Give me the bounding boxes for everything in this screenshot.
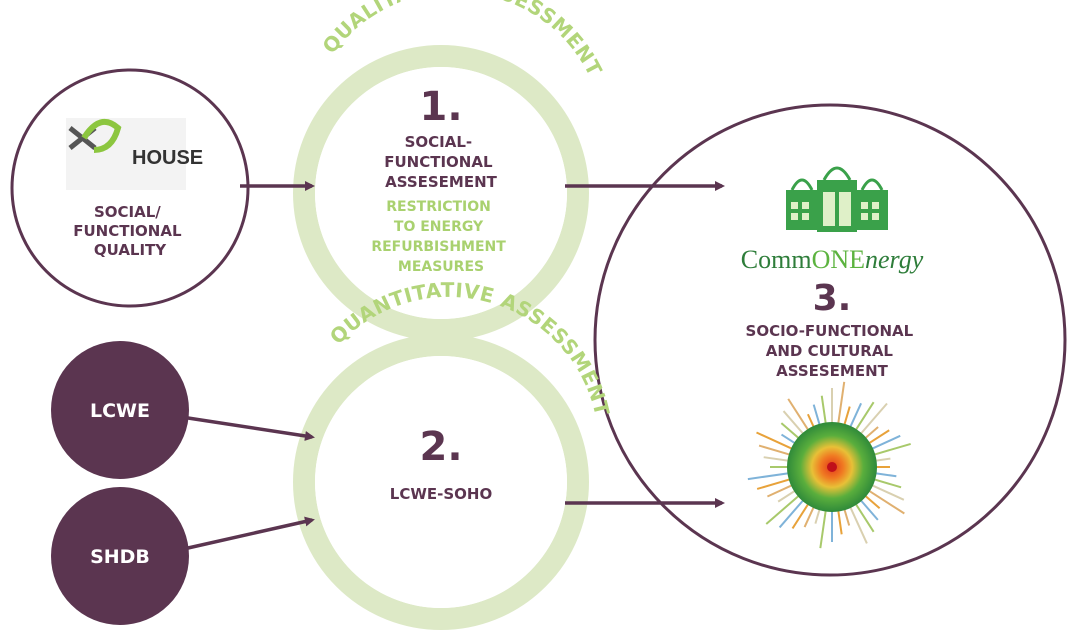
burst-ray (836, 508, 843, 535)
lcwe-circle (51, 341, 189, 479)
burst-ray (866, 429, 890, 446)
burst-ray (778, 498, 806, 529)
burst-ray (836, 381, 846, 426)
burst-ray (858, 402, 888, 436)
burst-ray (777, 488, 798, 503)
burst-center-dot (827, 462, 837, 472)
burst-ray (848, 504, 868, 544)
shopping-bags-icon (786, 166, 888, 232)
burst-ray (765, 493, 801, 525)
burst-ray (791, 501, 811, 529)
house-logo-text: HOUSE (132, 147, 203, 169)
burst-ray (763, 456, 791, 463)
burst-ray (812, 404, 822, 427)
burst-ray (842, 507, 851, 526)
step2-title: LCWE-SOHO (390, 485, 492, 503)
burst-ray (819, 508, 828, 549)
burst-ray (863, 493, 881, 510)
qualitative-ring (293, 45, 589, 341)
step3-title: SOCIO-FUNCTIONAL AND CULTURAL ASSESEMENT (746, 322, 919, 380)
burst-ray (872, 477, 902, 489)
burst-ray (853, 401, 875, 433)
step1-title: SOCIAL- FUNCTIONAL ASSESEMENT (384, 133, 498, 191)
quantitative-ring (293, 334, 589, 630)
arrow-lcwe-to-step2 (187, 416, 315, 441)
burst-ray (869, 483, 905, 501)
arrow-shdb-to-step2 (187, 516, 315, 550)
burst-ray (758, 444, 792, 457)
step1-circle (315, 67, 567, 319)
burst-ray (858, 498, 879, 521)
burst-ray (756, 477, 792, 490)
lcwe-label: LCWE (90, 400, 150, 422)
burst-ray (803, 504, 816, 528)
burst-ray (863, 426, 879, 441)
burst-ray (869, 434, 901, 451)
house-logo: HOUSE (66, 118, 203, 190)
socio-functional-circle (593, 103, 1067, 577)
burst-ray (842, 406, 851, 427)
burst-ray (820, 395, 828, 426)
burst-ray (780, 422, 801, 441)
step1-subtitle: RESTRICTION TO ENERGY REFURBISHMENT MEAS… (371, 199, 510, 275)
shdb-circle (51, 487, 189, 625)
burst-ray (853, 501, 875, 533)
burst-ray (787, 398, 811, 433)
step3-number: 3. (813, 278, 852, 319)
commonenergy-logo-text: CommONEnergy (741, 245, 924, 274)
step2-circle (315, 356, 567, 608)
burst-ray (848, 402, 862, 430)
social-quality-label: SOCIAL/ FUNCTIONAL QUALITY (73, 203, 187, 259)
burst-ray (872, 442, 911, 457)
step1-number: 1. (419, 84, 462, 130)
burst-ray (866, 488, 905, 515)
step2-number: 2. (419, 424, 462, 470)
burst-ray (747, 471, 791, 481)
burst-ray (873, 471, 897, 478)
burst-ray (782, 410, 806, 436)
burst-ray (756, 431, 795, 451)
radial-burst-graphic (747, 381, 911, 549)
shdb-label: SHDB (90, 546, 150, 568)
burst-ray (767, 483, 795, 498)
